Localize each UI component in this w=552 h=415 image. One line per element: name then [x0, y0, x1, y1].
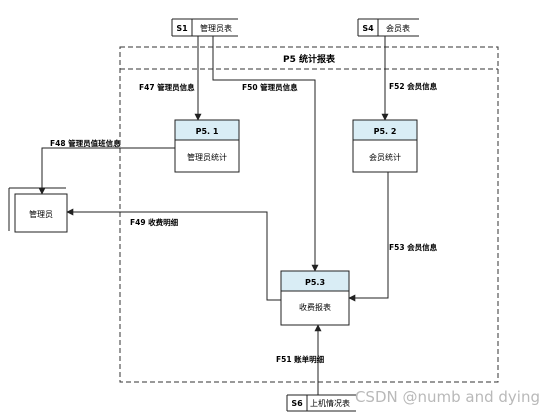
data-store-s4-name: 会员表: [386, 23, 410, 33]
data-store-s1-id: S1: [176, 24, 188, 33]
data-store-s6-id: S6: [291, 399, 303, 408]
flows: [38, 36, 389, 395]
flow-f50: [212, 36, 319, 272]
process-p5-2-name: 会员统计: [369, 152, 401, 162]
flow-f49: [66, 208, 281, 301]
data-store-s4-id: S4: [362, 24, 374, 33]
process-p5-3-id: P5.3: [305, 278, 325, 287]
data-store-s6-name: 上机情况表: [310, 398, 350, 408]
data-store-s4: S4 会员表: [357, 18, 419, 37]
process-p5-3-name: 收费报表: [299, 302, 331, 312]
flow-f48: [38, 147, 175, 195]
watermark: CSDN @numb and dying: [355, 388, 540, 406]
process-p5-2-id: P5. 2: [374, 127, 397, 136]
process-p5-1-id: P5. 1: [196, 127, 219, 136]
process-p5-3: P5.3 收费报表: [280, 270, 350, 326]
flow-f48-label: F48 管理员值班信息: [50, 138, 121, 148]
flow-f47-label: F47 管理员信息: [139, 82, 195, 92]
external-entity-admin: 管理员: [8, 187, 68, 233]
flow-f51-label: F51 账单明细: [276, 354, 325, 364]
flow-f53-label: F53 会员信息: [389, 242, 438, 252]
data-store-s1: S1 管理员表: [171, 18, 238, 37]
process-p5-1-name: 管理员统计: [187, 152, 227, 162]
data-store-s1-name: 管理员表: [200, 23, 232, 33]
flow-f50-label: F50 管理员信息: [242, 82, 298, 92]
p5-container-label: P5 统计报表: [283, 53, 336, 65]
external-entity-admin-name: 管理员: [29, 209, 53, 219]
flow-f49-label: F49 收费明细: [130, 217, 179, 227]
flow-f53: [348, 172, 389, 302]
p5-container: P5 统计报表: [119, 46, 499, 383]
flow-f52-label: F52 会员信息: [389, 81, 438, 91]
flow-labels: F47 管理员信息 F50 管理员信息 F52 会员信息 F48 管理员值班信息…: [50, 81, 438, 364]
process-p5-1: P5. 1 管理员统计: [174, 119, 240, 173]
data-store-s6: S6 上机情况表: [286, 394, 356, 412]
process-p5-2: P5. 2 会员统计: [352, 119, 418, 173]
